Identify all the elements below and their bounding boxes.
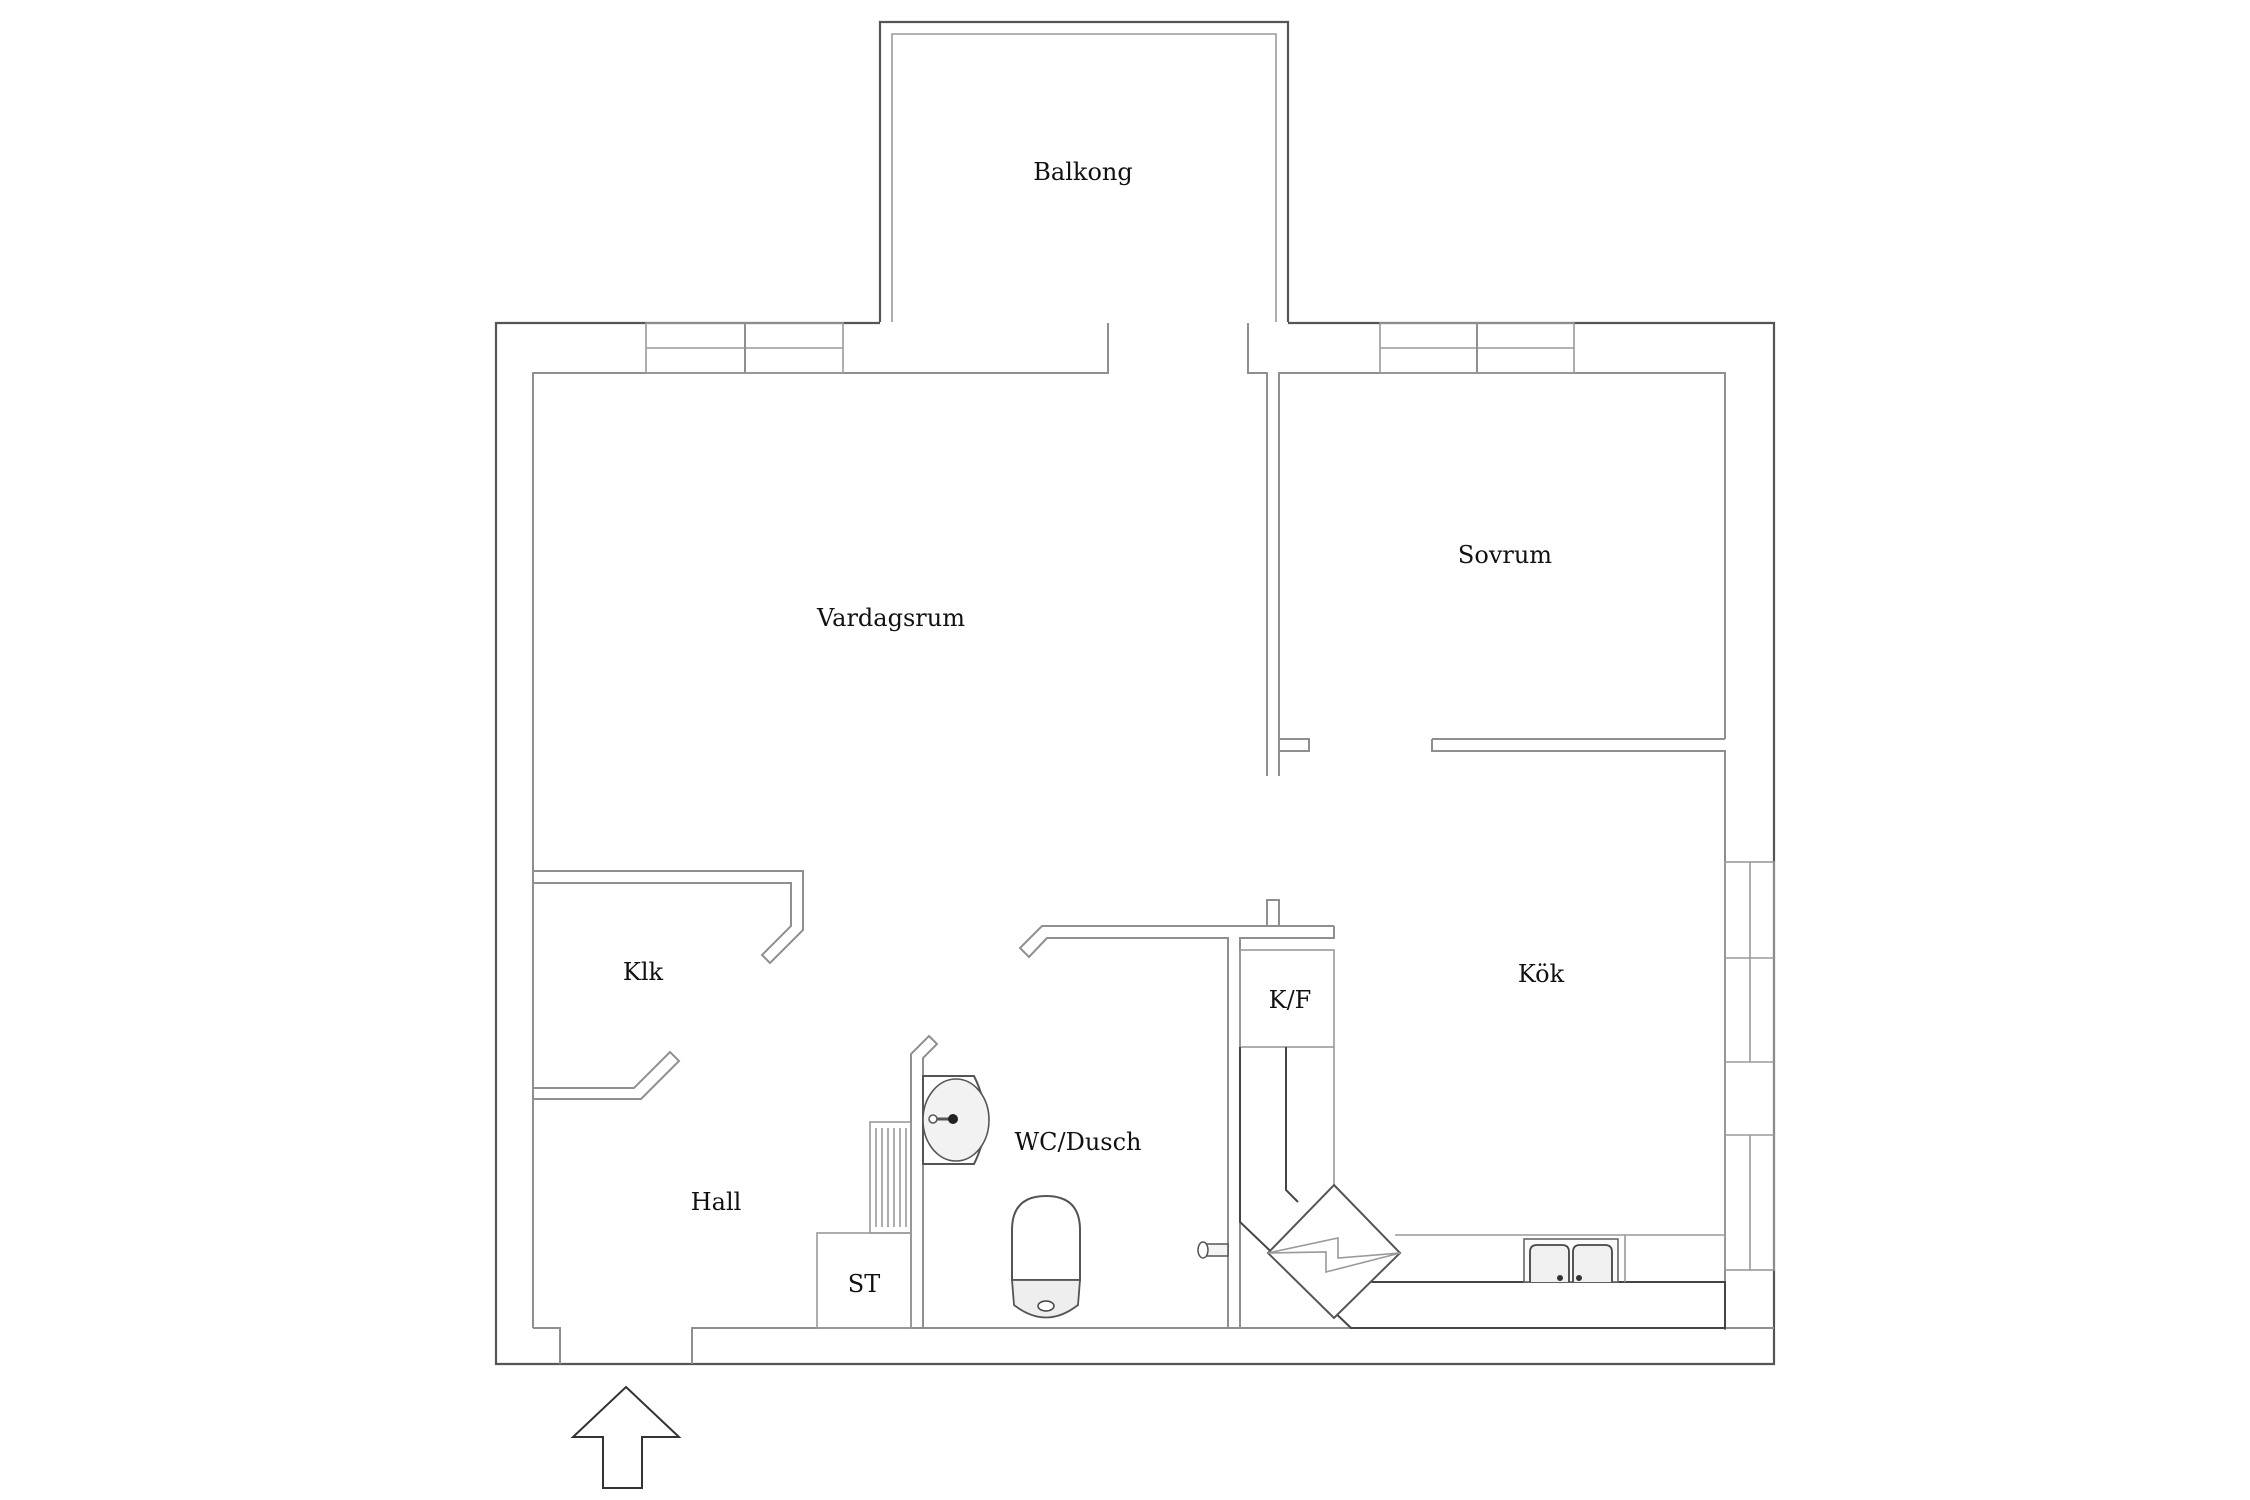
balcony <box>878 20 1290 322</box>
room-label-hall: Hall <box>690 1188 742 1216</box>
window-sovrum <box>1379 322 1575 374</box>
klk-walls <box>533 870 804 1100</box>
sovrum-walls <box>1279 738 1726 758</box>
entrance-arrow-up-icon <box>570 1385 682 1489</box>
radiator-icon <box>869 1121 912 1234</box>
room-label-wc-dusch: WC/Dusch <box>1014 1128 1142 1156</box>
kitchen-counter <box>1239 1047 1726 1329</box>
double-sink-icon <box>1523 1238 1619 1283</box>
room-label-klk: Klk <box>622 958 664 986</box>
room-label-st: ST <box>847 1270 881 1298</box>
room-label-vardagsrum: Vardagsrum <box>817 604 965 632</box>
room-label-balkong: Balkong <box>1033 158 1133 186</box>
room-label-kok: Kök <box>1517 960 1565 988</box>
window-kok <box>1724 861 1775 1271</box>
room-label-kf: K/F <box>1268 986 1312 1014</box>
shower-head-icon <box>1197 1241 1229 1259</box>
toilet-icon <box>1011 1194 1081 1319</box>
washbasin-icon <box>922 1075 990 1165</box>
exterior-walls <box>494 321 1776 1366</box>
room-label-sovrum: Sovrum <box>1457 541 1553 569</box>
window-vardagsrum <box>645 322 844 374</box>
stove-icon <box>1266 1183 1402 1320</box>
st-storage <box>816 1232 912 1329</box>
